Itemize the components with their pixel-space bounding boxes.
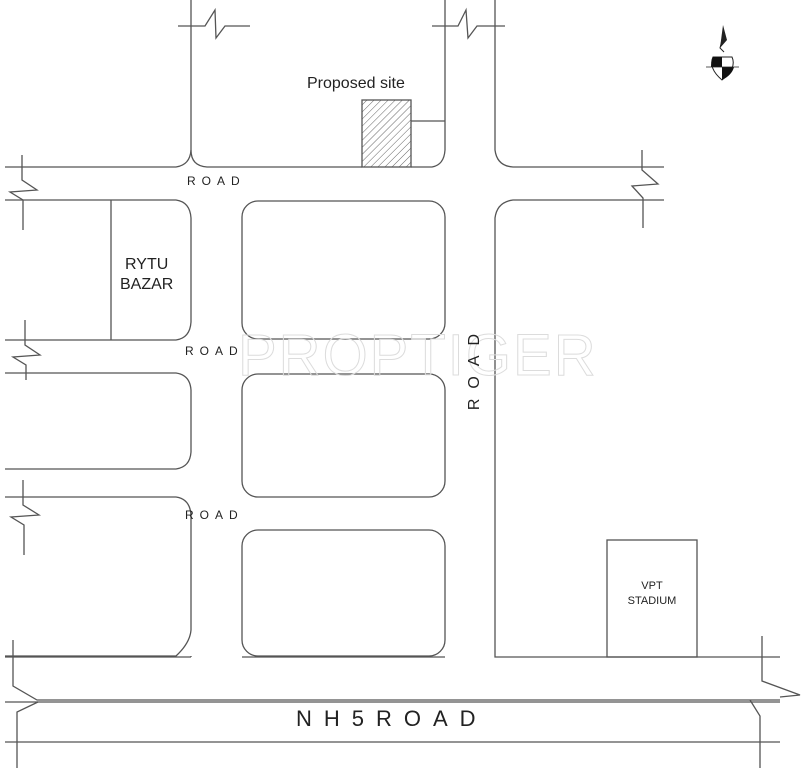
nh5-road-label: NH5ROAD bbox=[296, 706, 488, 731]
rytu-bazar-label: RYTU BAZAR bbox=[120, 255, 173, 295]
vpt-line2: STADIUM bbox=[627, 595, 677, 607]
vpt-line1: VPT bbox=[641, 580, 663, 592]
road-label-lower: ROAD bbox=[185, 508, 244, 522]
road-label-top: ROAD bbox=[187, 174, 246, 188]
road-label-middle: ROAD bbox=[185, 344, 244, 358]
rytu-bazar-line2: BAZAR bbox=[120, 276, 174, 293]
rytu-bazar-line1: RYTU bbox=[125, 256, 169, 273]
north-arrow-compass-icon bbox=[706, 25, 739, 81]
proposed-site-label: Proposed site bbox=[307, 75, 405, 92]
watermark: PROPTIGER bbox=[238, 323, 598, 389]
road-label-vertical: ROAD bbox=[466, 323, 484, 411]
vpt-stadium-label: VPT STADIUM bbox=[623, 579, 681, 609]
